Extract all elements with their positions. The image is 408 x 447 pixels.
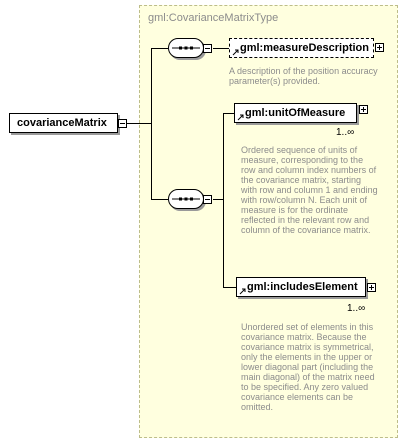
sequence-compositor[interactable] [168, 189, 204, 209]
expand-icon[interactable] [367, 283, 376, 292]
measure-description-label: gml:measureDescription [240, 42, 369, 54]
sequence-collapse-icon[interactable] [203, 44, 212, 53]
measure-description-element[interactable]: gml:measureDescription [229, 38, 374, 58]
unit-of-measure-label: gml:unitOfMeasure [245, 107, 346, 119]
collapse-toggle-icon[interactable] [118, 119, 127, 128]
unit-of-measure-cardinality: 1..∞ [336, 127, 355, 138]
covariance-matrix-label: covarianceMatrix [17, 117, 107, 129]
includes-element-label: gml:includesElement [247, 281, 358, 293]
sequence-dots-icon [172, 46, 200, 50]
includes-element-element[interactable]: gml:includesElement [236, 277, 366, 297]
covariance-matrix-element[interactable]: covarianceMatrix [9, 113, 118, 133]
unit-of-measure-element[interactable]: gml:unitOfMeasure [234, 103, 357, 123]
sequence-collapse-icon[interactable] [203, 195, 212, 204]
measure-description-doc: A description of the position accuracy p… [229, 66, 378, 86]
type-title: gml:CovarianceMatrixType [148, 12, 279, 24]
reference-arrow-icon [239, 288, 246, 295]
sequence-dots-icon [172, 197, 200, 201]
reference-arrow-icon [237, 114, 244, 121]
unit-of-measure-doc: Ordered sequence of units of measure, co… [241, 145, 378, 235]
expand-icon[interactable] [375, 43, 384, 52]
sequence-compositor-optional[interactable] [168, 38, 204, 58]
expand-icon[interactable] [359, 105, 368, 114]
includes-element-doc: Unordered set of elements in this covari… [241, 322, 375, 412]
reference-arrow-icon [232, 49, 239, 56]
includes-element-cardinality: 1..∞ [347, 303, 366, 314]
covariance-matrix-type-box: gml:CovarianceMatrixType [139, 5, 398, 438]
